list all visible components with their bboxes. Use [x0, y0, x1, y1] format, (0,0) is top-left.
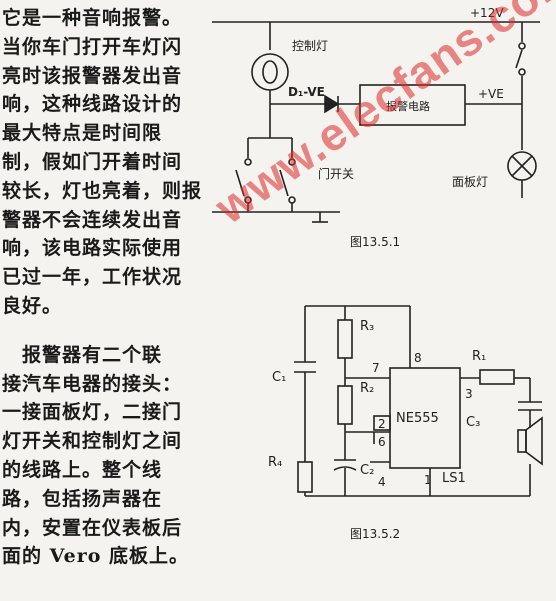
text-line: 警器不会连续发出音 — [2, 208, 183, 231]
c2-label: C₂ — [360, 463, 374, 478]
figure-13-5-1: +12V 控制灯 D₁-VE 报警电路 +VE 面板灯 — [212, 6, 540, 249]
text-line: 面的 Vero 底板上。 — [2, 545, 189, 568]
control-lamp-icon — [251, 53, 289, 91]
text-line: 灯开关和控制灯之间 — [2, 430, 183, 453]
r2-resistor — [337, 385, 353, 425]
text-line: 已过一年，工作状况 — [2, 266, 183, 289]
paragraph-1: 它是一种音响报警。 当你车门打开车灯闪 亮时该报警器发出音 响，这种线路设计的 … — [2, 4, 202, 321]
pin-6: 6 — [378, 435, 386, 449]
text-line: 路，包括扬声器在 — [2, 487, 163, 510]
diode-icon — [324, 94, 340, 114]
r3-resistor — [337, 319, 353, 359]
ls1-label: LS1 — [442, 471, 466, 486]
door-switch-label: 门开关 — [318, 166, 354, 181]
paragraph-2: 报警器有二个联 接汽车电器的接头： 一接面板灯，二接门 灯开关和控制灯之间 的线… — [2, 341, 202, 571]
text-line: 的线路上。整个线 — [2, 458, 163, 481]
r3-label: R₃ — [360, 319, 374, 334]
article-text: 它是一种音响报警。 当你车门打开车灯闪 亮时该报警器发出音 响，这种线路设计的 … — [2, 4, 202, 571]
figure-1-caption: 图13.5.1 — [350, 235, 400, 249]
speaker-icon — [517, 416, 543, 466]
text-line: 它是一种音响报警。 — [2, 7, 183, 29]
figure-2-caption: 图13.5.2 — [350, 527, 400, 541]
text-line: 响，该电路实际使用 — [2, 237, 183, 260]
c3-label: C₃ — [466, 415, 480, 430]
figure-13-5-2: C₁ R₃ 7 R₂ C₂ NE555 8 2 6 4 C₃ LS1 1 3 R… — [268, 305, 543, 541]
text-line: 制，假如门开着时间 — [2, 150, 183, 173]
text-line: 内，安置在仪表板后 — [2, 516, 183, 539]
c1-label: C₁ — [272, 370, 286, 385]
r4-resistor — [297, 461, 313, 493]
text-line: 较长，灯也亮着，则报 — [2, 179, 203, 202]
r1-resistor — [479, 369, 515, 385]
pin-1: 1 — [424, 473, 432, 487]
door-switch-right — [279, 158, 296, 204]
text-line: 一接面板灯，二接门 — [2, 401, 183, 424]
text-line: 最大特点是时间限 — [2, 122, 163, 145]
text-line: 良好。 — [2, 294, 63, 317]
text-line: 报警器有二个联 — [2, 343, 163, 366]
text-line: 亮时该报警器发出音 — [2, 64, 183, 87]
text-line: 当你车门打开车灯闪 — [2, 35, 183, 58]
pin-8: 8 — [414, 351, 422, 365]
r4-label: R₄ — [268, 455, 282, 470]
pin-4: 4 — [378, 475, 386, 489]
pin-2: 2 — [378, 417, 386, 431]
pin-3: 3 — [465, 387, 473, 401]
text-line: 响，这种线路设计的 — [2, 93, 183, 116]
diode-label: D₁-VE — [288, 85, 325, 99]
ic-label: NE555 — [396, 411, 439, 426]
control-lamp-label: 控制灯 — [292, 39, 328, 53]
ve-label: +VE — [478, 87, 504, 101]
alarm-circuit-label: 报警电路 — [386, 99, 430, 113]
panel-lamp-label: 面板灯 — [452, 175, 488, 189]
supply-label: +12V — [470, 6, 504, 20]
text-line: 接汽车电器的接头： — [2, 372, 183, 395]
r2-label: R₂ — [360, 381, 374, 396]
pin-7: 7 — [372, 361, 380, 375]
r1-label: R₁ — [472, 349, 486, 364]
alarm-circuit-block — [359, 84, 466, 126]
